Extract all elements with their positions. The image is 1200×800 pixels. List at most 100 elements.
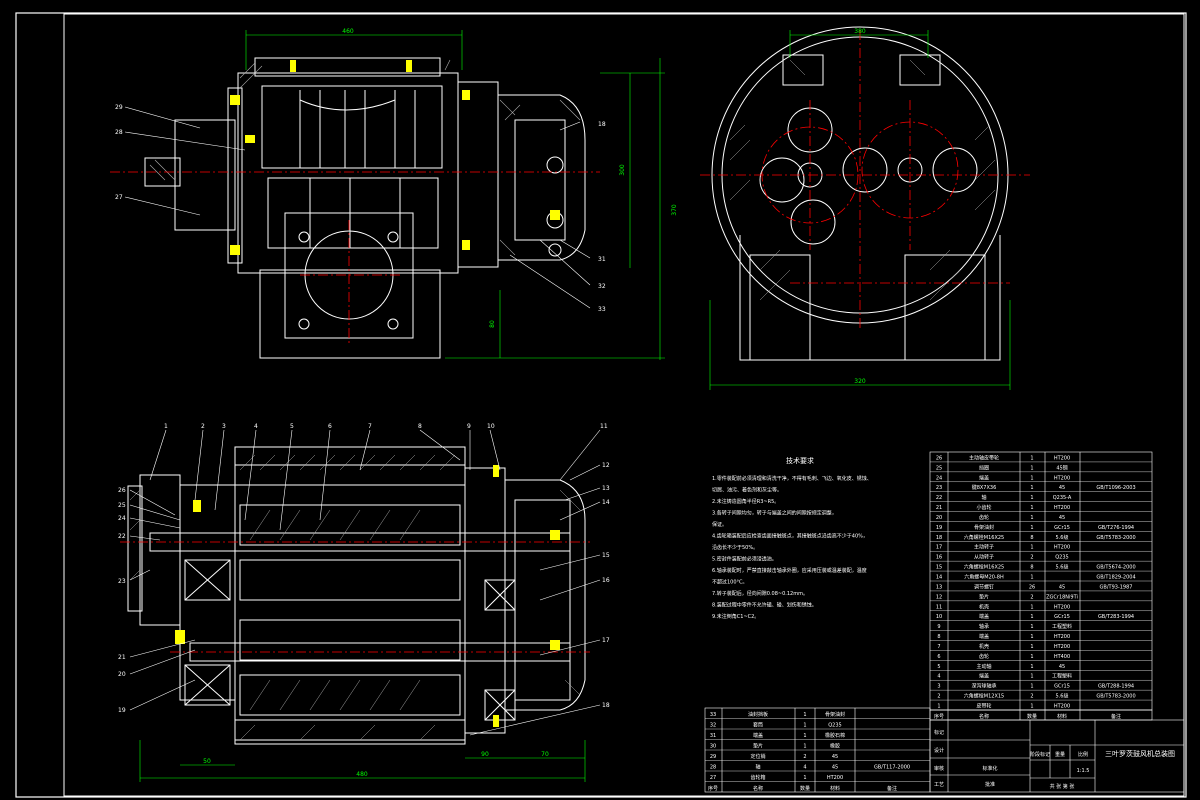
balloon-sec-14: 14 <box>602 499 610 506</box>
balloon-sec-4: 4 <box>254 423 258 430</box>
parts-list2-footer: 序号 名称 数量 材料 备注 <box>708 785 897 792</box>
balloon-31: 31 <box>598 256 606 263</box>
parts-row-mat: HT200 <box>1054 704 1070 710</box>
parts-row-qty: 1 <box>1030 455 1033 461</box>
top-view-hatch <box>149 59 581 256</box>
parts-row-mat: HT200 <box>1054 644 1070 650</box>
parts-row-name: 六角螺母M20-8H <box>964 574 1004 581</box>
parts-row-no: 2 <box>937 694 940 700</box>
parts-row-qty: 1 <box>1030 525 1033 531</box>
parts2-row-name: 定位销 <box>750 753 765 760</box>
parts-row-no: 3 <box>937 684 940 690</box>
parts-row-mat: 工程塑料 <box>1052 673 1072 680</box>
parts-row-mat: GCr15 <box>1054 614 1070 620</box>
parts2-row-mat: HT200 <box>827 775 843 781</box>
tech-req-line: 6.轴承装配时，严禁直接敲击轴承外圈，应采用压装或温差装配，温度 <box>712 567 867 574</box>
parts-row-qty: 26 <box>1029 584 1035 590</box>
parts2-row-name: 油封挡板 <box>748 711 768 718</box>
top-view-centerlines <box>110 171 600 345</box>
parts-row-qty: 1 <box>1030 485 1033 491</box>
top-view-dimensions <box>245 30 665 360</box>
balloon-sec-13: 13 <box>602 485 610 492</box>
parts-row-mat: GCr15 <box>1054 684 1070 690</box>
parts-row-mat: 5.6级 <box>1056 693 1069 700</box>
parts-row-qty: 1 <box>1030 495 1033 501</box>
dim-top-width: 460 <box>342 28 354 35</box>
inner-frame <box>63 13 1185 797</box>
parts-footer-qty: 数量 <box>1027 713 1037 720</box>
parts-row-note: GB/T93-1987 <box>1100 584 1133 590</box>
tech-req-line: 9.未注倒角C1~C2。 <box>712 613 759 620</box>
balloon-sec-2: 2 <box>201 423 205 430</box>
parts-row-name: 轴 <box>981 494 986 501</box>
parts2-row-mat: Q235 <box>828 723 841 729</box>
balloon-27: 27 <box>115 194 123 201</box>
balloon-sec-3: 3 <box>222 423 226 430</box>
parts2-row-qty: 2 <box>803 754 806 760</box>
title-row-review: 审核 <box>934 765 944 772</box>
balloon-sec-7: 7 <box>368 423 372 430</box>
parts-row-qty: 1 <box>1030 684 1033 690</box>
parts-row-qty: 1 <box>1030 575 1033 581</box>
parts2-row-no: 32 <box>710 723 716 729</box>
section-view-centerlines <box>120 541 590 653</box>
parts-row-mat: GCr15 <box>1054 525 1070 531</box>
parts-row-mat: HT200 <box>1054 505 1070 511</box>
parts-row-no: 24 <box>936 475 942 481</box>
parts2-row-qty: 1 <box>803 712 806 718</box>
tech-req-line: 7.转子装配后，径向间隙0.08~0.12mm。 <box>712 590 808 597</box>
parts-row-mat: 5.6级 <box>1056 564 1069 571</box>
title-approve: 批准 <box>985 781 995 788</box>
parts-row-name: 深沟球轴承 <box>971 683 996 690</box>
section-view-leaders <box>129 429 601 736</box>
parts2-row-note: GB/T117-2000 <box>874 765 910 771</box>
tech-req-line: 8.装配过程中零件不允许磕、碰、划伤和锈蚀。 <box>712 602 817 609</box>
parts-row-qty: 8 <box>1030 535 1033 541</box>
title-stage-header: 阶段标记 <box>1030 751 1050 758</box>
parts-row-no: 25 <box>936 465 942 471</box>
parts-row-no: 15 <box>936 565 942 571</box>
parts-row-name: 挡圈 <box>979 464 989 471</box>
parts-row-no: 19 <box>936 525 942 531</box>
parts-row-name: 骨架油封 <box>974 524 994 531</box>
tech-req-line: 切屑、油污、着色剂和灰尘等。 <box>712 487 782 494</box>
parts2-row-qty: 4 <box>803 765 806 771</box>
parts-row-mat: Q235 <box>1055 555 1068 561</box>
parts2-row-name: 垫片 <box>753 743 763 750</box>
parts-row-no: 14 <box>936 575 942 581</box>
parts-row-mat: 45 <box>1059 664 1065 670</box>
parts-row-qty: 1 <box>1030 704 1033 710</box>
parts-row-no: 10 <box>936 614 942 620</box>
parts-row-qty: 2 <box>1030 594 1033 600</box>
parts-row-name: 皮带轮 <box>976 703 991 710</box>
balloon-28: 28 <box>115 129 123 136</box>
balloon-sec-20: 20 <box>118 671 126 678</box>
parts-row-mat: 45 <box>1059 515 1065 521</box>
parts-row-name: 调节螺钉 <box>974 583 994 590</box>
parts-row-name: 轴承 <box>979 623 989 630</box>
title-standard: 标准化 <box>982 765 997 772</box>
parts2-row-no: 29 <box>710 754 716 760</box>
top-view-leaders <box>124 106 591 309</box>
tech-req-title: 技术要求 <box>786 456 814 465</box>
parts-row-mat: 工程塑料 <box>1052 623 1072 630</box>
parts-row-qty: 1 <box>1030 545 1033 551</box>
parts2-row-qty: 1 <box>803 733 806 739</box>
parts-row-qty: 1 <box>1030 614 1033 620</box>
parts-row-no: 9 <box>937 624 940 630</box>
parts-footer-no: 序号 <box>934 713 944 720</box>
title-row-mark: 标记 <box>934 729 944 736</box>
parts-row-name: 齿轮 <box>979 653 989 660</box>
balloon-sec-15: 15 <box>602 552 610 559</box>
top-view-bolts <box>230 60 560 255</box>
parts-row-name: 六角螺栓M16X25 <box>964 534 1004 541</box>
parts2-row-qty: 1 <box>803 775 806 781</box>
parts-footer-note: 备注 <box>1111 713 1121 720</box>
parts2-row-mat: 骨架油封 <box>825 711 845 718</box>
parts2-row-name: 套筒 <box>753 722 763 729</box>
parts2-row-mat: 45 <box>832 765 838 771</box>
parts-row-name: 键8X7X36 <box>972 484 997 491</box>
balloon-sec-12: 12 <box>602 462 610 469</box>
dim-sec-bottom: 480 <box>356 771 368 778</box>
